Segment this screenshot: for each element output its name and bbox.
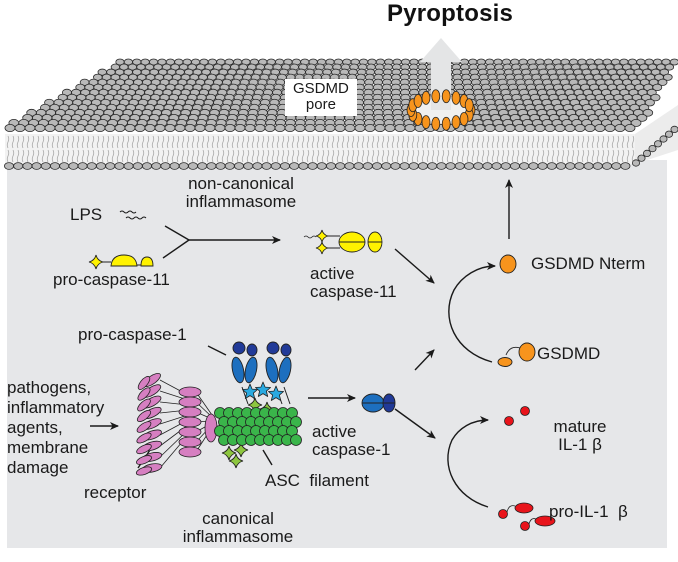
gsdmd-label: GSDMD [537, 344, 601, 363]
cytoplasm-background [7, 160, 667, 548]
pore-subunit [451, 90, 461, 105]
canonical-line1: canonical [202, 509, 274, 528]
pore-subunit [441, 89, 451, 104]
pore-subunit [459, 112, 469, 126]
mature-il1b-line2: IL-1 β [558, 435, 602, 454]
triggers-line4: membrane [7, 438, 89, 457]
gsdmd-pore-icon [406, 62, 476, 131]
pro-caspase-1-label: pro-caspase-1 [78, 325, 187, 344]
lps-icon [119, 210, 147, 220]
caspase-card [268, 385, 284, 401]
tail-region-side [635, 105, 678, 164]
inflammasome-triggers-label: pathogens, inflammatory agents, membrane… [7, 378, 104, 478]
caspase-card [242, 383, 258, 399]
active-caspase-1-line2: caspase-1 [312, 440, 391, 459]
caspase-card [255, 381, 271, 397]
asc-pointer [262, 449, 273, 466]
pro-il1b-icon [498, 502, 556, 531]
active-caspase-1-line1: active [312, 422, 357, 441]
active-caspase-11-line1: active [310, 264, 355, 283]
pore-arrow-shaft [431, 62, 451, 110]
asc-filament-label: ASC filament [265, 471, 369, 490]
gsdmd-nterm-label: GSDMD Nterm [531, 254, 646, 273]
gsdmd-cleavage-arc [448, 262, 496, 363]
pyroptosis-title: Pyroptosis [387, 0, 514, 27]
active-caspase-11-label: active caspase-11 [310, 265, 397, 301]
membrane-lipid-tails [5, 105, 678, 164]
pore-subunit [464, 98, 474, 113]
gsdmd-pore-label-line1: GSDMD [293, 80, 349, 97]
pathway-arrows [90, 179, 513, 508]
pro-caspase-11-icon [88, 254, 154, 270]
triggers-line1: pathogens, [7, 378, 92, 397]
procaspase1-pointer [207, 345, 227, 356]
pro-caspase-1-icon [231, 341, 292, 405]
canonical-inflammasome-label: canonical inflammasome [168, 510, 308, 546]
gsdmd-nterm-icon [499, 254, 517, 274]
arrow-caspase1-to-il1b-cleavage [394, 408, 436, 439]
active-caspase-1-icon [361, 393, 396, 413]
gsdmd-icon [497, 342, 536, 367]
pro-il1b-label: pro-IL-1 β [549, 502, 628, 521]
mature-il1b-label: mature IL-1 β [540, 418, 620, 454]
membrane-top-surface [4, 58, 678, 133]
gsdmd-pore-label-line2: pore [305, 96, 336, 113]
arrow-caspase11-to-cleavage [394, 248, 435, 284]
pro-caspase-11-label: pro-caspase-11 [53, 270, 170, 289]
non-canonical-line2: inflammasome [185, 192, 297, 211]
triggers-line3: agents, [7, 418, 63, 437]
pore-subunit [421, 115, 431, 130]
active-caspase-11-icon [303, 229, 383, 255]
mature-il1b-icon [504, 406, 530, 426]
active-caspase-1-label: active caspase-1 [312, 423, 390, 459]
non-canonical-line1: non-canonical [188, 174, 294, 193]
pore-subunit [441, 116, 451, 131]
non-canonical-inflammasome-label: non-canonical inflammasome [176, 175, 306, 211]
receptor-icon [135, 372, 218, 476]
lps-label: LPS [70, 205, 103, 224]
lps-merge-line [164, 225, 190, 241]
tail-region [5, 134, 635, 164]
mature-il1b-line1: mature [553, 417, 607, 436]
triggers-line5: damage [7, 458, 69, 477]
pore-subunit [413, 94, 423, 108]
il1b-cleavage-arc [447, 416, 489, 508]
pore-subunit [431, 89, 441, 104]
canonical-line2: inflammasome [182, 527, 294, 546]
gsdmd-pore-label: GSDMD pore [285, 79, 357, 116]
triggers-line2: inflammatory [7, 398, 105, 417]
active-caspase-11-line2: caspase-11 [310, 282, 397, 301]
arrow-caspase1-to-gsdmd-cleavage [414, 349, 435, 371]
membrane-front-heads [4, 125, 678, 170]
receptor-label: receptor [84, 483, 147, 502]
molecules [88, 229, 556, 531]
procaspase11-merge-line [162, 239, 190, 259]
asc-filament-icon [214, 407, 302, 446]
pore-subunit [421, 90, 431, 105]
pore-subunit [451, 115, 461, 130]
pore-subunit [431, 116, 441, 131]
